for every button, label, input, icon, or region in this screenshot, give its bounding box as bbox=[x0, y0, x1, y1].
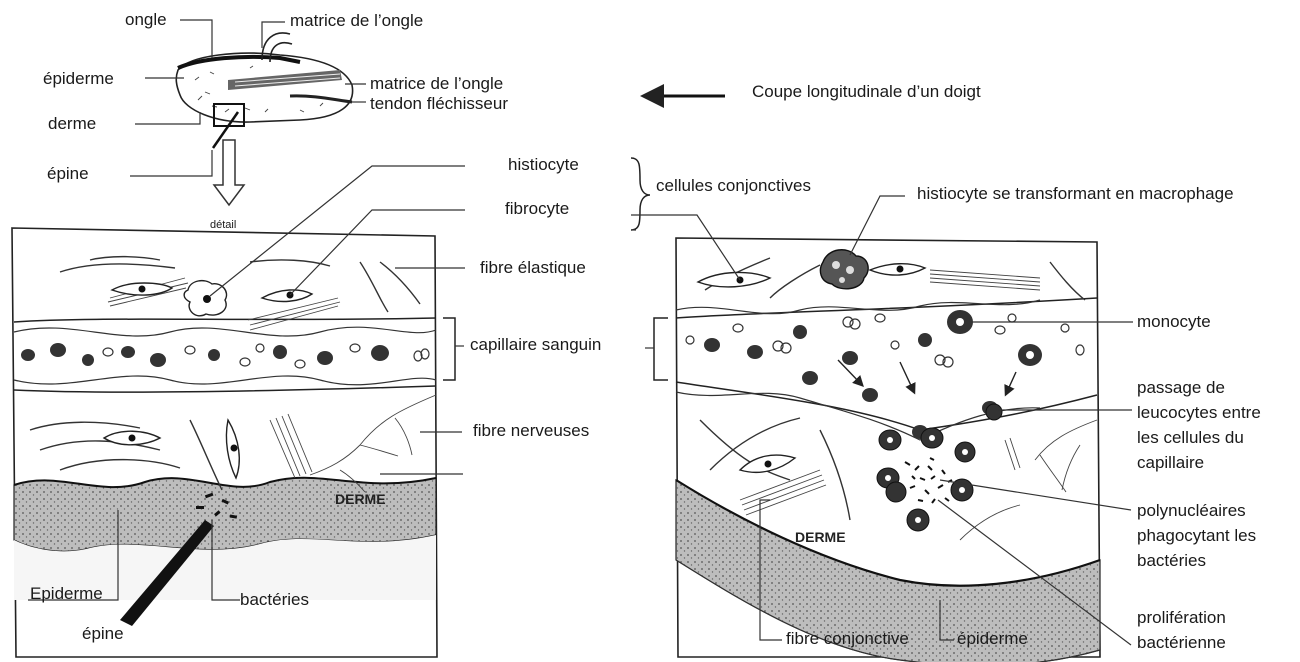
cellules-brace bbox=[631, 158, 650, 230]
right-polynuclear-cells bbox=[877, 404, 1002, 531]
label-epiderme-left: Epiderme bbox=[30, 584, 103, 603]
detail-label: détail bbox=[210, 219, 236, 231]
label-capillaire-sanguin: capillaire sanguin bbox=[470, 335, 601, 354]
capillaire-brace-left bbox=[443, 318, 455, 380]
label-fibre-conjonctive: fibre conjonctive bbox=[786, 629, 909, 648]
capillaire-brace-right bbox=[654, 318, 668, 380]
label-fibrocyte: fibrocyte bbox=[505, 199, 569, 218]
label-proliferation-1: prolifération bbox=[1137, 608, 1226, 627]
right-derme-label: DERME bbox=[795, 529, 846, 545]
label-matrice-top: matrice de l’ongle bbox=[290, 11, 423, 30]
label-passage-2: leucocytes entre bbox=[1137, 403, 1261, 422]
label-matrice-mid: matrice de l’ongle bbox=[370, 74, 503, 93]
label-proliferation-2: bactérienne bbox=[1137, 633, 1226, 652]
left-derme-label: DERME bbox=[335, 491, 386, 507]
label-passage-4: capillaire bbox=[1137, 453, 1204, 472]
left-epidermis bbox=[14, 478, 436, 552]
label-monocyte: monocyte bbox=[1137, 312, 1211, 331]
label-histiocyte-macrophage: histiocyte se transformant en macrophage bbox=[917, 184, 1234, 203]
label-epiderme-finger: épiderme bbox=[43, 69, 114, 88]
left-panel: DERME histiocyte fibrocyte cellules conj… bbox=[12, 155, 811, 657]
finger-section: détail ongle matrice de l’ongle épiderme… bbox=[43, 10, 981, 231]
label-passage-1: passage de bbox=[1137, 378, 1225, 397]
detail-arrow bbox=[214, 140, 244, 205]
label-tendon: tendon fléchisseur bbox=[370, 94, 508, 113]
nail-shape bbox=[178, 57, 300, 68]
label-bacteries-left: bactéries bbox=[240, 590, 309, 609]
label-polynucleaires-3: bactéries bbox=[1137, 551, 1206, 570]
label-ongle: ongle bbox=[125, 10, 167, 29]
right-fibrocyte-1 bbox=[698, 272, 770, 287]
finger-caption: Coupe longitudinale d’un doigt bbox=[752, 82, 981, 101]
right-panel: DERME histiocyte se transformant en macr… bbox=[631, 184, 1261, 662]
label-polynucleaires-1: polynucléaires bbox=[1137, 501, 1246, 520]
left-blood-cells bbox=[21, 343, 389, 367]
label-cellules-conjonctives: cellules conjonctives bbox=[656, 176, 811, 195]
label-epine-finger: épine bbox=[47, 164, 89, 183]
label-epine-left: épine bbox=[82, 624, 124, 643]
label-passage-3: les cellules du bbox=[1137, 428, 1244, 447]
label-histiocyte: histiocyte bbox=[508, 155, 579, 174]
label-epiderme-right: épiderme bbox=[957, 629, 1028, 648]
label-derme-finger: derme bbox=[48, 114, 96, 133]
label-fibre-nerveuses: fibre nerveuses bbox=[473, 421, 589, 440]
label-fibre-elastique: fibre élastique bbox=[480, 258, 586, 277]
label-polynucleaires-2: phagocytant les bbox=[1137, 526, 1256, 545]
right-macrophage bbox=[820, 250, 868, 289]
